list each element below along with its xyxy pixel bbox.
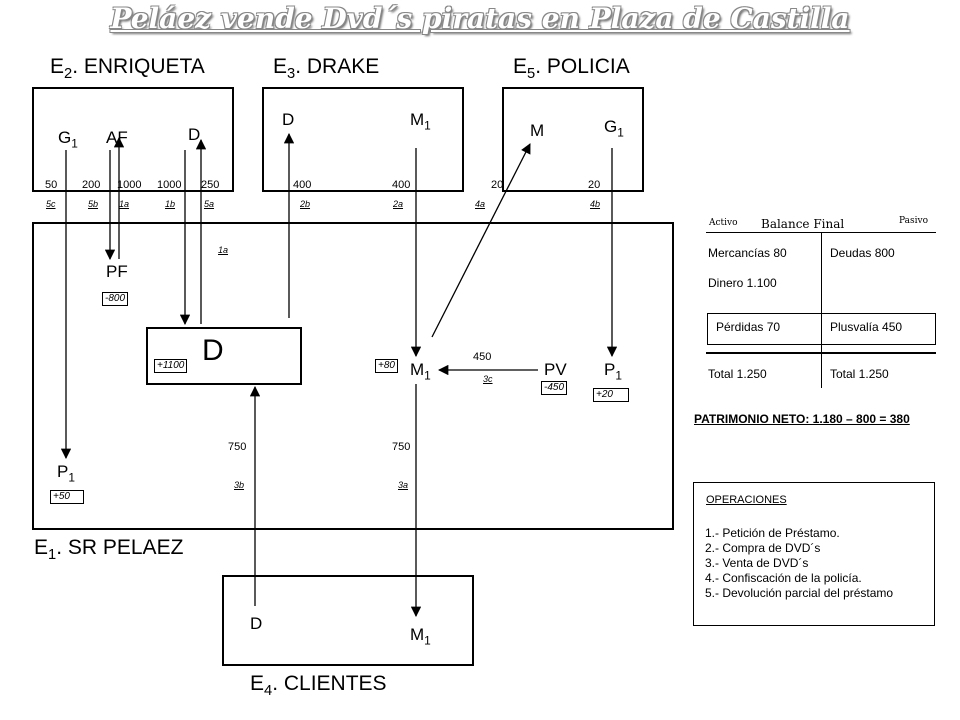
flow-amount: 750: [228, 441, 247, 453]
flow-ref: 1a: [119, 199, 130, 209]
balance-total-left: Total 1.250: [708, 367, 767, 381]
flow-ref: 4b: [590, 199, 601, 209]
balance-plusvalia: Plusvalía 450: [830, 320, 903, 334]
policia-label: E5. POLICIA: [513, 55, 630, 83]
flow-amount: 20: [588, 179, 601, 191]
flow-ref: 3b: [234, 480, 245, 490]
pelaez-p1-right: P1: [604, 360, 622, 383]
balance-total-rule: [706, 352, 936, 354]
balance-deudas: Deudas 800: [830, 246, 895, 260]
pelaez-label: E1. SR PELAEZ: [34, 536, 184, 564]
flow-ref: 3a: [398, 480, 409, 490]
flow-ref: 2a: [393, 199, 404, 209]
clientes-box: [222, 575, 474, 666]
flow-ref: 1b: [165, 199, 176, 209]
drake-d: D: [282, 110, 295, 129]
enriqueta-g1: G1: [58, 128, 78, 151]
d-value: +1100: [154, 359, 188, 373]
enriqueta-label: E2. ENRIQUETA: [50, 55, 205, 83]
pf-label: PF: [106, 262, 128, 281]
balance-pasivo: Pasivo: [899, 216, 929, 226]
drake-box: [262, 87, 464, 192]
balance-title: Balance Final: [761, 217, 845, 231]
pv-value: -450: [541, 381, 568, 395]
clientes-label: E4. CLIENTES: [250, 672, 387, 700]
flow-ref: 5c: [46, 199, 56, 209]
flow-amount: 400: [293, 179, 312, 191]
pf-value: -800: [102, 292, 129, 306]
drake-label: E3. DRAKE: [273, 55, 380, 83]
flow-amount: 250: [201, 179, 220, 191]
arrow-m1-to-policia: [431, 143, 531, 338]
balance-divider: [821, 232, 822, 388]
flow-ref: 5b: [88, 199, 99, 209]
operation-item: 5.- Devolución parcial del préstamo: [705, 586, 894, 600]
d-large-label: D: [202, 334, 224, 367]
balance-dinero: Dinero 1.100: [708, 276, 777, 290]
clientes-m1: M1: [410, 625, 431, 648]
flow-amount: 50: [45, 179, 58, 191]
flow-amount: 200: [82, 179, 101, 191]
debt-d-box: [146, 327, 302, 385]
pelaez-box: [32, 222, 674, 530]
operation-item: 3.- Venta de DVD´s: [705, 556, 809, 570]
flow-amount: 1000: [117, 179, 142, 191]
operation-item: 2.- Compra de DVD´s: [705, 541, 821, 555]
operations-heading: OPERACIONES: [706, 494, 787, 506]
flow-amount: 1000: [157, 179, 182, 191]
flow-ref: 1a: [218, 245, 229, 255]
pelaez-m1: M1: [410, 360, 431, 383]
p-left-value: +50: [50, 490, 84, 504]
operation-item: 4.- Confiscación de la policía.: [705, 571, 862, 585]
flow-amount: 400: [392, 179, 411, 191]
flow-ref: 5a: [204, 199, 215, 209]
flow-amount: 20: [491, 179, 504, 191]
patrimonio-neto: PATRIMONIO NETO: 1.180 – 800 = 380: [694, 412, 910, 426]
operation-item: 1.- Petición de Préstamo.: [705, 526, 840, 540]
policia-box: [502, 87, 644, 192]
m-value: +80: [375, 359, 398, 373]
flow-ref: 3c: [483, 374, 493, 384]
flow-amount: 750: [392, 441, 411, 453]
balance-total-right: Total 1.250: [830, 367, 889, 381]
flow-ref: 4a: [475, 199, 486, 209]
operations-box: [693, 482, 935, 626]
page-title: Peláez vende Dvd´s piratas en Plaza de C…: [110, 2, 850, 35]
flow-ref: 2b: [300, 199, 311, 209]
balance-mercancias: Mercancías 80: [708, 246, 787, 260]
policia-g1: G1: [604, 117, 624, 140]
drake-m1: M1: [410, 110, 431, 133]
clientes-d: D: [250, 614, 263, 633]
pelaez-p1-left: P1: [57, 462, 75, 485]
balance-results-box: [707, 313, 936, 345]
pv-label: PV: [544, 360, 567, 379]
p-right-value: +20: [593, 388, 629, 402]
policia-m: M: [530, 121, 545, 140]
balance-perdidas: Pérdidas 70: [716, 320, 781, 334]
balance-activo: Activo: [709, 218, 738, 228]
flow-amount: 450: [473, 351, 492, 363]
